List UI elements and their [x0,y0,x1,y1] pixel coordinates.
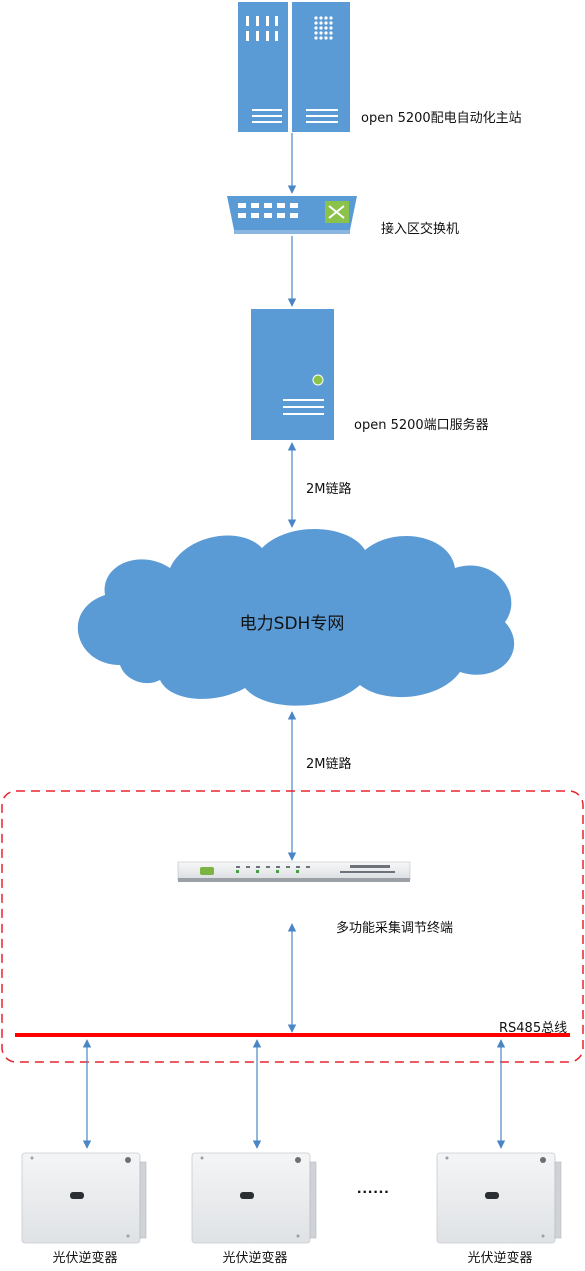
inverter-label: 光伏逆变器 [467,1251,533,1266]
multifunction-terminal-icon [177,861,411,882]
upper-link-label: 2M链路 [306,482,352,497]
terminal-zone-dashed-frame [1,790,584,1063]
lower-link-label: 2M链路 [306,757,352,772]
inverter-label: 光伏逆变器 [52,1251,118,1266]
bus-label: RS485总线 [499,1021,568,1036]
port-server-label: open 5200端口服务器 [354,418,489,433]
master-station-label: open 5200配电自动化主站 [361,111,522,126]
pv-inverter-icon [436,1152,562,1244]
network-label: 电力SDH专网 [239,614,345,634]
terminal-label: 多功能采集调节终端 [336,921,454,936]
ellipsis-label: ...... [357,1180,390,1197]
pv-inverter-icon [21,1152,147,1244]
access-switch-icon [227,196,357,234]
sdh-network-cloud-icon [77,529,515,706]
master-station-server-icon [238,2,350,132]
pv-inverter-icon [191,1152,317,1244]
inverter-label: 光伏逆变器 [222,1251,288,1266]
port-server-icon [251,309,334,440]
access-switch-label: 接入区交换机 [381,222,460,237]
